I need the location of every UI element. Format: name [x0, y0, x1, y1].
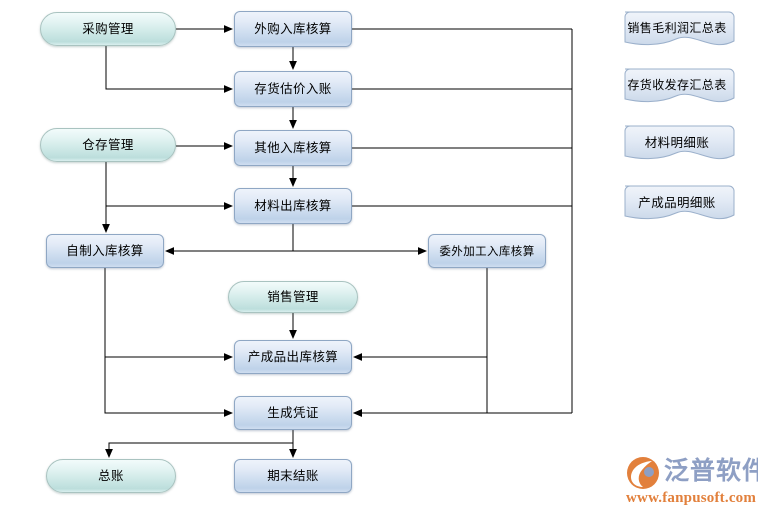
node-label: 期末结账: [267, 468, 319, 484]
node-label: 采购管理: [82, 21, 134, 37]
edge-self-made-in-to-finished-out: [104, 268, 233, 361]
report-gross-profit[interactable]: 销售毛利润汇总表: [619, 11, 735, 53]
edge-warehouse-mgmt-to-material-out: [105, 162, 233, 210]
report-label: 销售毛利润汇总表: [627, 20, 727, 35]
node-label: 产成品出库核算: [247, 349, 339, 365]
node-warehouse-mgmt[interactable]: 仓存管理: [40, 128, 176, 162]
edge-outsource-in-to-finished-out: [353, 268, 488, 361]
node-label: 材料出库核算: [254, 198, 332, 214]
edge-gen-voucher-to-general-ledger: [105, 430, 294, 458]
fanpu-logo-icon: [627, 457, 659, 489]
node-label: 委外加工入库核算: [439, 243, 535, 258]
node-label: 总账: [98, 468, 124, 484]
node-purchase-mgmt[interactable]: 采购管理: [40, 12, 176, 46]
node-gen-voucher[interactable]: 生成凭证: [234, 396, 352, 430]
node-inventory-estimate[interactable]: 存货估价入账: [234, 71, 352, 107]
node-label: 其他入库核算: [254, 140, 332, 156]
document-shape-icon: [624, 185, 735, 220]
node-outsource-in[interactable]: 委外加工入库核算: [428, 234, 546, 268]
watermark-logo: 泛普软件 www.fanpusoft.com: [624, 452, 758, 514]
report-material-ledger[interactable]: 材料明细账: [619, 125, 735, 167]
node-label: 仓存管理: [82, 137, 134, 153]
watermark-brand: 泛普软件: [664, 456, 758, 485]
node-general-ledger[interactable]: 总账: [46, 459, 176, 493]
node-sales-mgmt[interactable]: 销售管理: [228, 281, 358, 313]
edge-purchase-mgmt-to-inventory-estimate: [105, 46, 233, 93]
watermark-url: www.fanpusoft.com: [626, 490, 757, 506]
report-finished-ledger[interactable]: 产成品明细账: [619, 185, 735, 227]
edge-outsource-in-to-gen-voucher: [353, 357, 488, 417]
document-shape-icon: [624, 11, 735, 46]
report-label: 存货收发存汇总表: [627, 77, 727, 92]
report-inventory-flow[interactable]: 存货收发存汇总表: [619, 68, 735, 110]
node-finished-out[interactable]: 产成品出库核算: [234, 340, 352, 374]
edge-material-out-to-self-made-in: [165, 224, 294, 255]
node-label: 存货估价入账: [254, 81, 332, 97]
report-label: 产成品明细账: [638, 194, 716, 210]
edge-self-made-in-to-gen-voucher: [104, 357, 233, 417]
node-label: 外购入库核算: [254, 21, 332, 37]
node-label: 销售管理: [267, 289, 319, 305]
document-shape-icon: [624, 125, 735, 160]
node-period-close[interactable]: 期末结账: [234, 459, 352, 493]
node-material-out[interactable]: 材料出库核算: [234, 188, 352, 224]
document-shape-icon: [624, 68, 735, 103]
node-self-made-in[interactable]: 自制入库核算: [46, 234, 164, 268]
node-label: 生成凭证: [267, 405, 319, 421]
node-label: 自制入库核算: [66, 243, 144, 259]
node-purchase-in[interactable]: 外购入库核算: [234, 11, 352, 47]
node-other-in[interactable]: 其他入库核算: [234, 130, 352, 166]
report-label: 材料明细账: [644, 134, 710, 150]
